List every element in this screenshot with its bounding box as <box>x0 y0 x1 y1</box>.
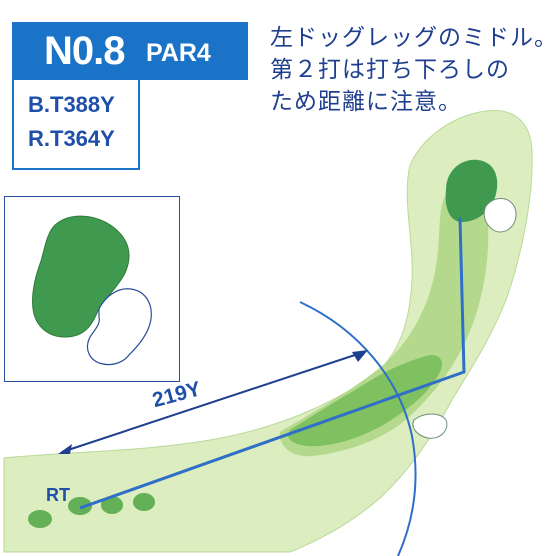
hole-header: N0.8 PAR4 <box>12 22 248 80</box>
green-detail-drawing <box>32 215 152 366</box>
play-line <box>79 217 466 510</box>
description-line: 第２打は打ち下ろしの <box>270 57 510 83</box>
description-line: ため距離に注意。 <box>270 89 462 115</box>
green-bunker <box>483 198 517 233</box>
hole-par: PAR4 <box>146 39 211 67</box>
arrow-head-left <box>58 444 72 454</box>
arrow-head-right <box>352 350 368 362</box>
inset-bunker <box>86 288 152 366</box>
tee-box <box>28 510 52 528</box>
tee-box <box>101 496 123 514</box>
yardage-box: B.T388Y R.T364Y <box>12 80 140 170</box>
back-tee-yardage: B.T388Y <box>28 92 115 117</box>
landing-area <box>287 354 443 447</box>
map-green <box>445 159 498 222</box>
tee-box <box>68 497 92 515</box>
hole-description: 左ドッグレッグのミドル。 第２打は打ち下ろしの ため距離に注意。 <box>270 22 556 118</box>
tee-label: RT <box>46 485 70 505</box>
hole-number: N0.8 <box>44 29 125 73</box>
description-line: 左ドッグレッグのミドル。 <box>270 25 556 51</box>
tee-box <box>133 493 155 511</box>
rough-area <box>3 110 533 553</box>
distance-arrow <box>61 351 365 453</box>
regular-tee-yardage: R.T364Y <box>28 126 115 151</box>
inset-green <box>32 215 130 338</box>
green-detail-inset <box>4 196 180 382</box>
distance-arc <box>299 301 417 556</box>
fairway-bunker <box>412 413 448 439</box>
